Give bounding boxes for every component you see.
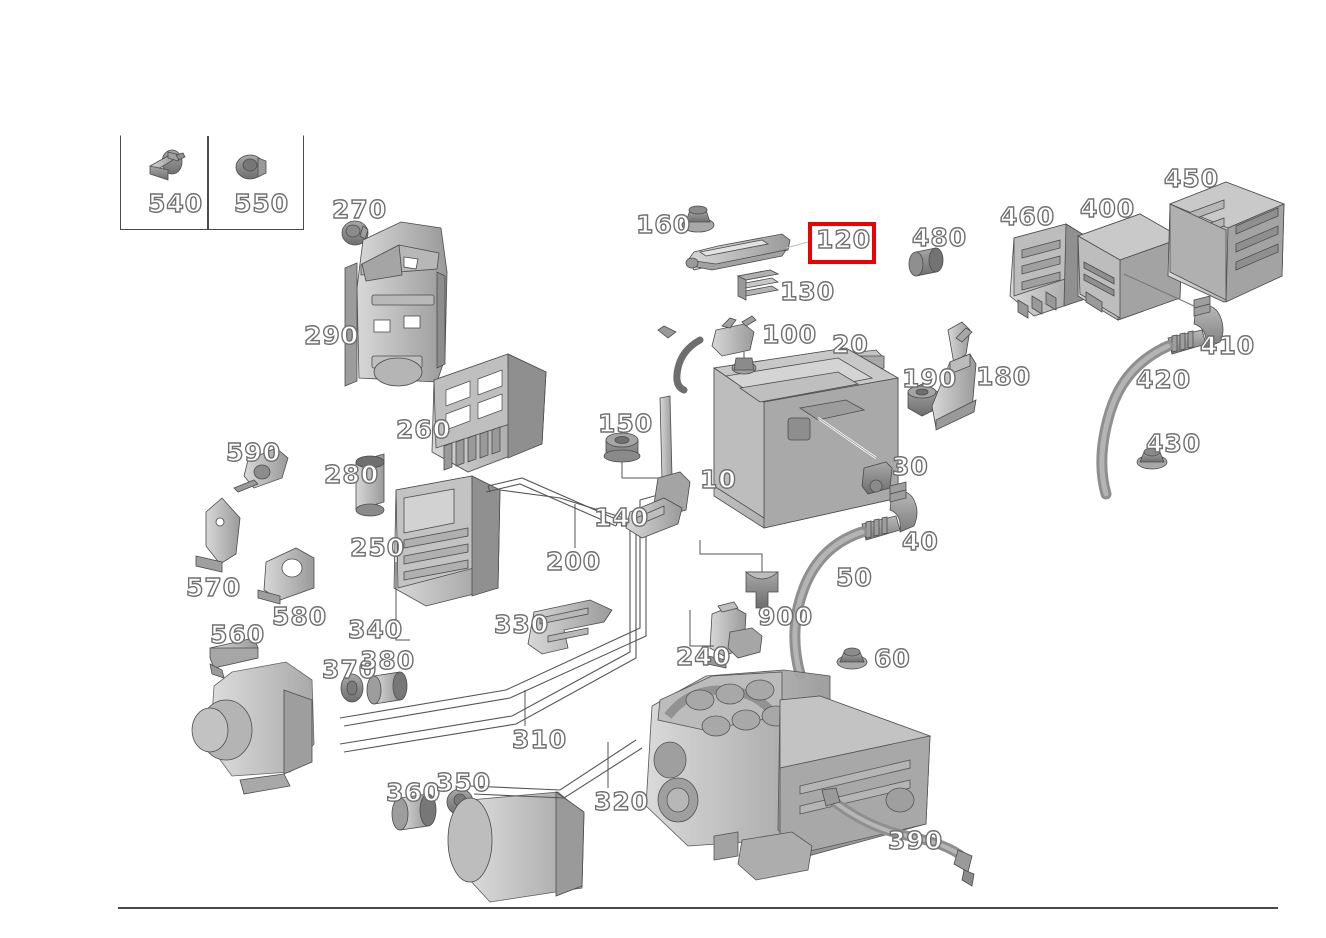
callout-label-420[interactable]: 420 — [1135, 365, 1192, 394]
callout-label-590[interactable]: 590 — [225, 438, 282, 467]
part-430-art — [1136, 447, 1168, 470]
alternator-art — [191, 661, 315, 795]
callout-label-10[interactable]: 10 — [699, 465, 737, 494]
callout-label-550[interactable]: 550 — [233, 189, 290, 218]
part-140-art — [625, 395, 691, 539]
legend-inset-box — [120, 135, 304, 230]
callout-label-570[interactable]: 570 — [185, 573, 242, 602]
callout-label-540[interactable]: 540 — [147, 189, 204, 218]
callout-label-270[interactable]: 270 — [331, 195, 388, 224]
part-590-art — [233, 447, 289, 493]
part-450-art — [1167, 181, 1286, 303]
callout-label-60[interactable]: 60 — [873, 644, 911, 673]
part-280-art — [355, 453, 385, 517]
part-550-art — [235, 154, 267, 180]
part-260-art — [431, 353, 547, 473]
part-190-art — [907, 383, 939, 417]
callout-label-290[interactable]: 290 — [303, 321, 360, 350]
callout-label-560[interactable]: 560 — [209, 620, 266, 649]
part-370-art — [340, 673, 364, 703]
part-240-art — [707, 601, 763, 669]
part-400-art — [1077, 213, 1183, 321]
part-410-art — [1167, 295, 1224, 355]
part-10-art — [712, 347, 900, 529]
part-560-art — [209, 637, 259, 679]
callout-label-100[interactable]: 100 — [761, 320, 818, 349]
callout-label-20[interactable]: 20 — [831, 330, 869, 359]
callout-label-130[interactable]: 130 — [779, 277, 836, 306]
part-130-art — [736, 269, 780, 301]
callout-label-430[interactable]: 430 — [1145, 429, 1202, 458]
part-900-art — [744, 571, 780, 609]
callout-label-400[interactable]: 400 — [1079, 194, 1136, 223]
callout-label-450[interactable]: 450 — [1163, 164, 1220, 193]
footer-divider — [118, 907, 1278, 909]
part-330-art — [527, 599, 613, 655]
callout-label-380[interactable]: 380 — [359, 646, 416, 675]
callout-label-350[interactable]: 350 — [435, 768, 492, 797]
callout-label-280[interactable]: 280 — [323, 460, 380, 489]
part-60-art — [836, 647, 868, 670]
callout-label-250[interactable]: 250 — [349, 533, 406, 562]
highlighted-part-box[interactable]: 120 — [808, 222, 876, 264]
callout-label-40[interactable]: 40 — [901, 527, 939, 556]
callout-label-410[interactable]: 410 — [1199, 331, 1256, 360]
callout-label-900[interactable]: 900 — [757, 602, 814, 631]
part-180-art — [931, 321, 977, 431]
highlight-part-number: 120 — [815, 225, 872, 254]
part-390-art — [821, 787, 975, 887]
callout-label-460[interactable]: 460 — [999, 202, 1056, 231]
part-40-art — [861, 481, 918, 541]
callout-label-240[interactable]: 240 — [675, 642, 732, 671]
callout-label-260[interactable]: 260 — [395, 415, 452, 444]
part-160-art — [681, 205, 715, 233]
callout-label-340[interactable]: 340 — [347, 615, 404, 644]
callout-label-150[interactable]: 150 — [597, 409, 654, 438]
part-480-art — [908, 247, 944, 277]
starter-art — [447, 791, 585, 903]
part-570-art — [195, 497, 241, 573]
callout-label-580[interactable]: 580 — [271, 602, 328, 631]
callout-label-370[interactable]: 370 — [321, 655, 378, 684]
part-250-art — [393, 475, 501, 607]
callout-label-480[interactable]: 480 — [911, 223, 968, 252]
callout-label-330[interactable]: 330 — [493, 610, 550, 639]
inset-divider — [207, 136, 209, 229]
callout-label-180[interactable]: 180 — [975, 362, 1032, 391]
callout-label-140[interactable]: 140 — [593, 503, 650, 532]
part-200-art — [485, 477, 619, 527]
callout-label-310[interactable]: 310 — [511, 725, 568, 754]
part-360-art — [391, 793, 437, 831]
part-580-art — [257, 547, 315, 605]
callout-label-390[interactable]: 390 — [887, 826, 944, 855]
part-120-art — [685, 233, 791, 271]
callout-label-30[interactable]: 30 — [891, 452, 929, 481]
callout-label-50[interactable]: 50 — [835, 563, 873, 592]
callout-label-360[interactable]: 360 — [385, 778, 442, 807]
callout-label-160[interactable]: 160 — [635, 210, 692, 239]
callout-label-320[interactable]: 320 — [593, 787, 650, 816]
part-30-art — [861, 461, 893, 495]
part-150-art — [603, 431, 641, 463]
part-290-art — [344, 221, 448, 387]
callout-label-190[interactable]: 190 — [901, 364, 958, 393]
part-540-art — [149, 149, 186, 181]
part-100-art — [657, 315, 757, 394]
engine-art — [645, 669, 932, 881]
part-380-art — [366, 671, 408, 705]
callout-label-200[interactable]: 200 — [545, 547, 602, 576]
